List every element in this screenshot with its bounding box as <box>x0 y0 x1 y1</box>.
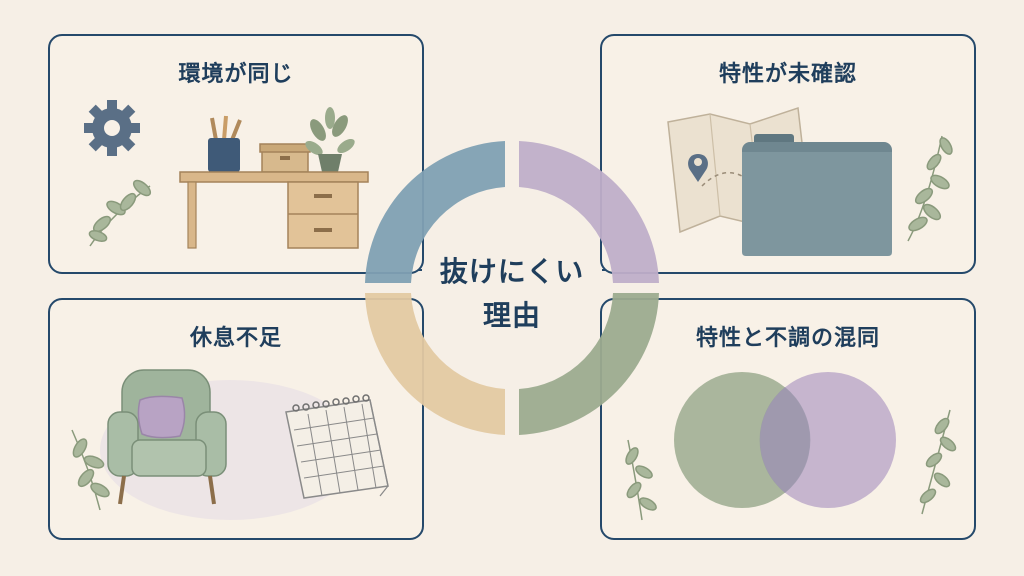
leaf-branch-icon <box>907 135 953 242</box>
card-trait-vs-illness-confusion: 特性と不調の混同 <box>600 298 976 540</box>
card-title: 特性と不調の混同 <box>695 326 880 351</box>
map-folder-illustration <box>667 106 953 256</box>
location-pin-icon <box>688 154 708 182</box>
calendar-icon <box>285 394 389 499</box>
desk-icon <box>179 171 369 249</box>
ring-segment-top-right <box>519 141 659 283</box>
card-title: 休息不足 <box>189 326 282 351</box>
venn-diagram-icon <box>674 372 896 508</box>
center-title: 抜けにくい 理由 <box>412 250 612 338</box>
card-environment-same: 環境が同じ <box>48 34 424 274</box>
center-title-line-1: 抜けにくい <box>439 255 585 288</box>
card-title: 環境が同じ <box>178 62 294 87</box>
leaf-branch-icon <box>919 409 957 515</box>
leaf-branch-icon <box>625 439 657 521</box>
ring-segment-top-left <box>365 141 505 283</box>
center-title-line-2: 理由 <box>482 299 541 332</box>
leaf-branch-icon <box>88 179 152 247</box>
armchair-calendar-illustration <box>71 369 389 520</box>
armchair-icon <box>107 369 227 505</box>
venn-illustration <box>625 372 957 521</box>
ring-segment-bottom-right <box>519 293 659 435</box>
pencil-cup-icon <box>208 115 242 172</box>
card-lack-of-rest: 休息不足 <box>48 298 424 540</box>
cushion-icon <box>137 395 186 439</box>
card-traits-unconfirmed: 特性が未確認 <box>600 34 976 274</box>
leaf-branch-icon <box>71 429 110 511</box>
ring-segment-bottom-left <box>365 293 505 435</box>
folder-icon <box>742 134 892 256</box>
card-title: 特性が未確認 <box>718 62 857 87</box>
desk-illustration <box>84 100 369 249</box>
plant-icon <box>305 107 355 172</box>
